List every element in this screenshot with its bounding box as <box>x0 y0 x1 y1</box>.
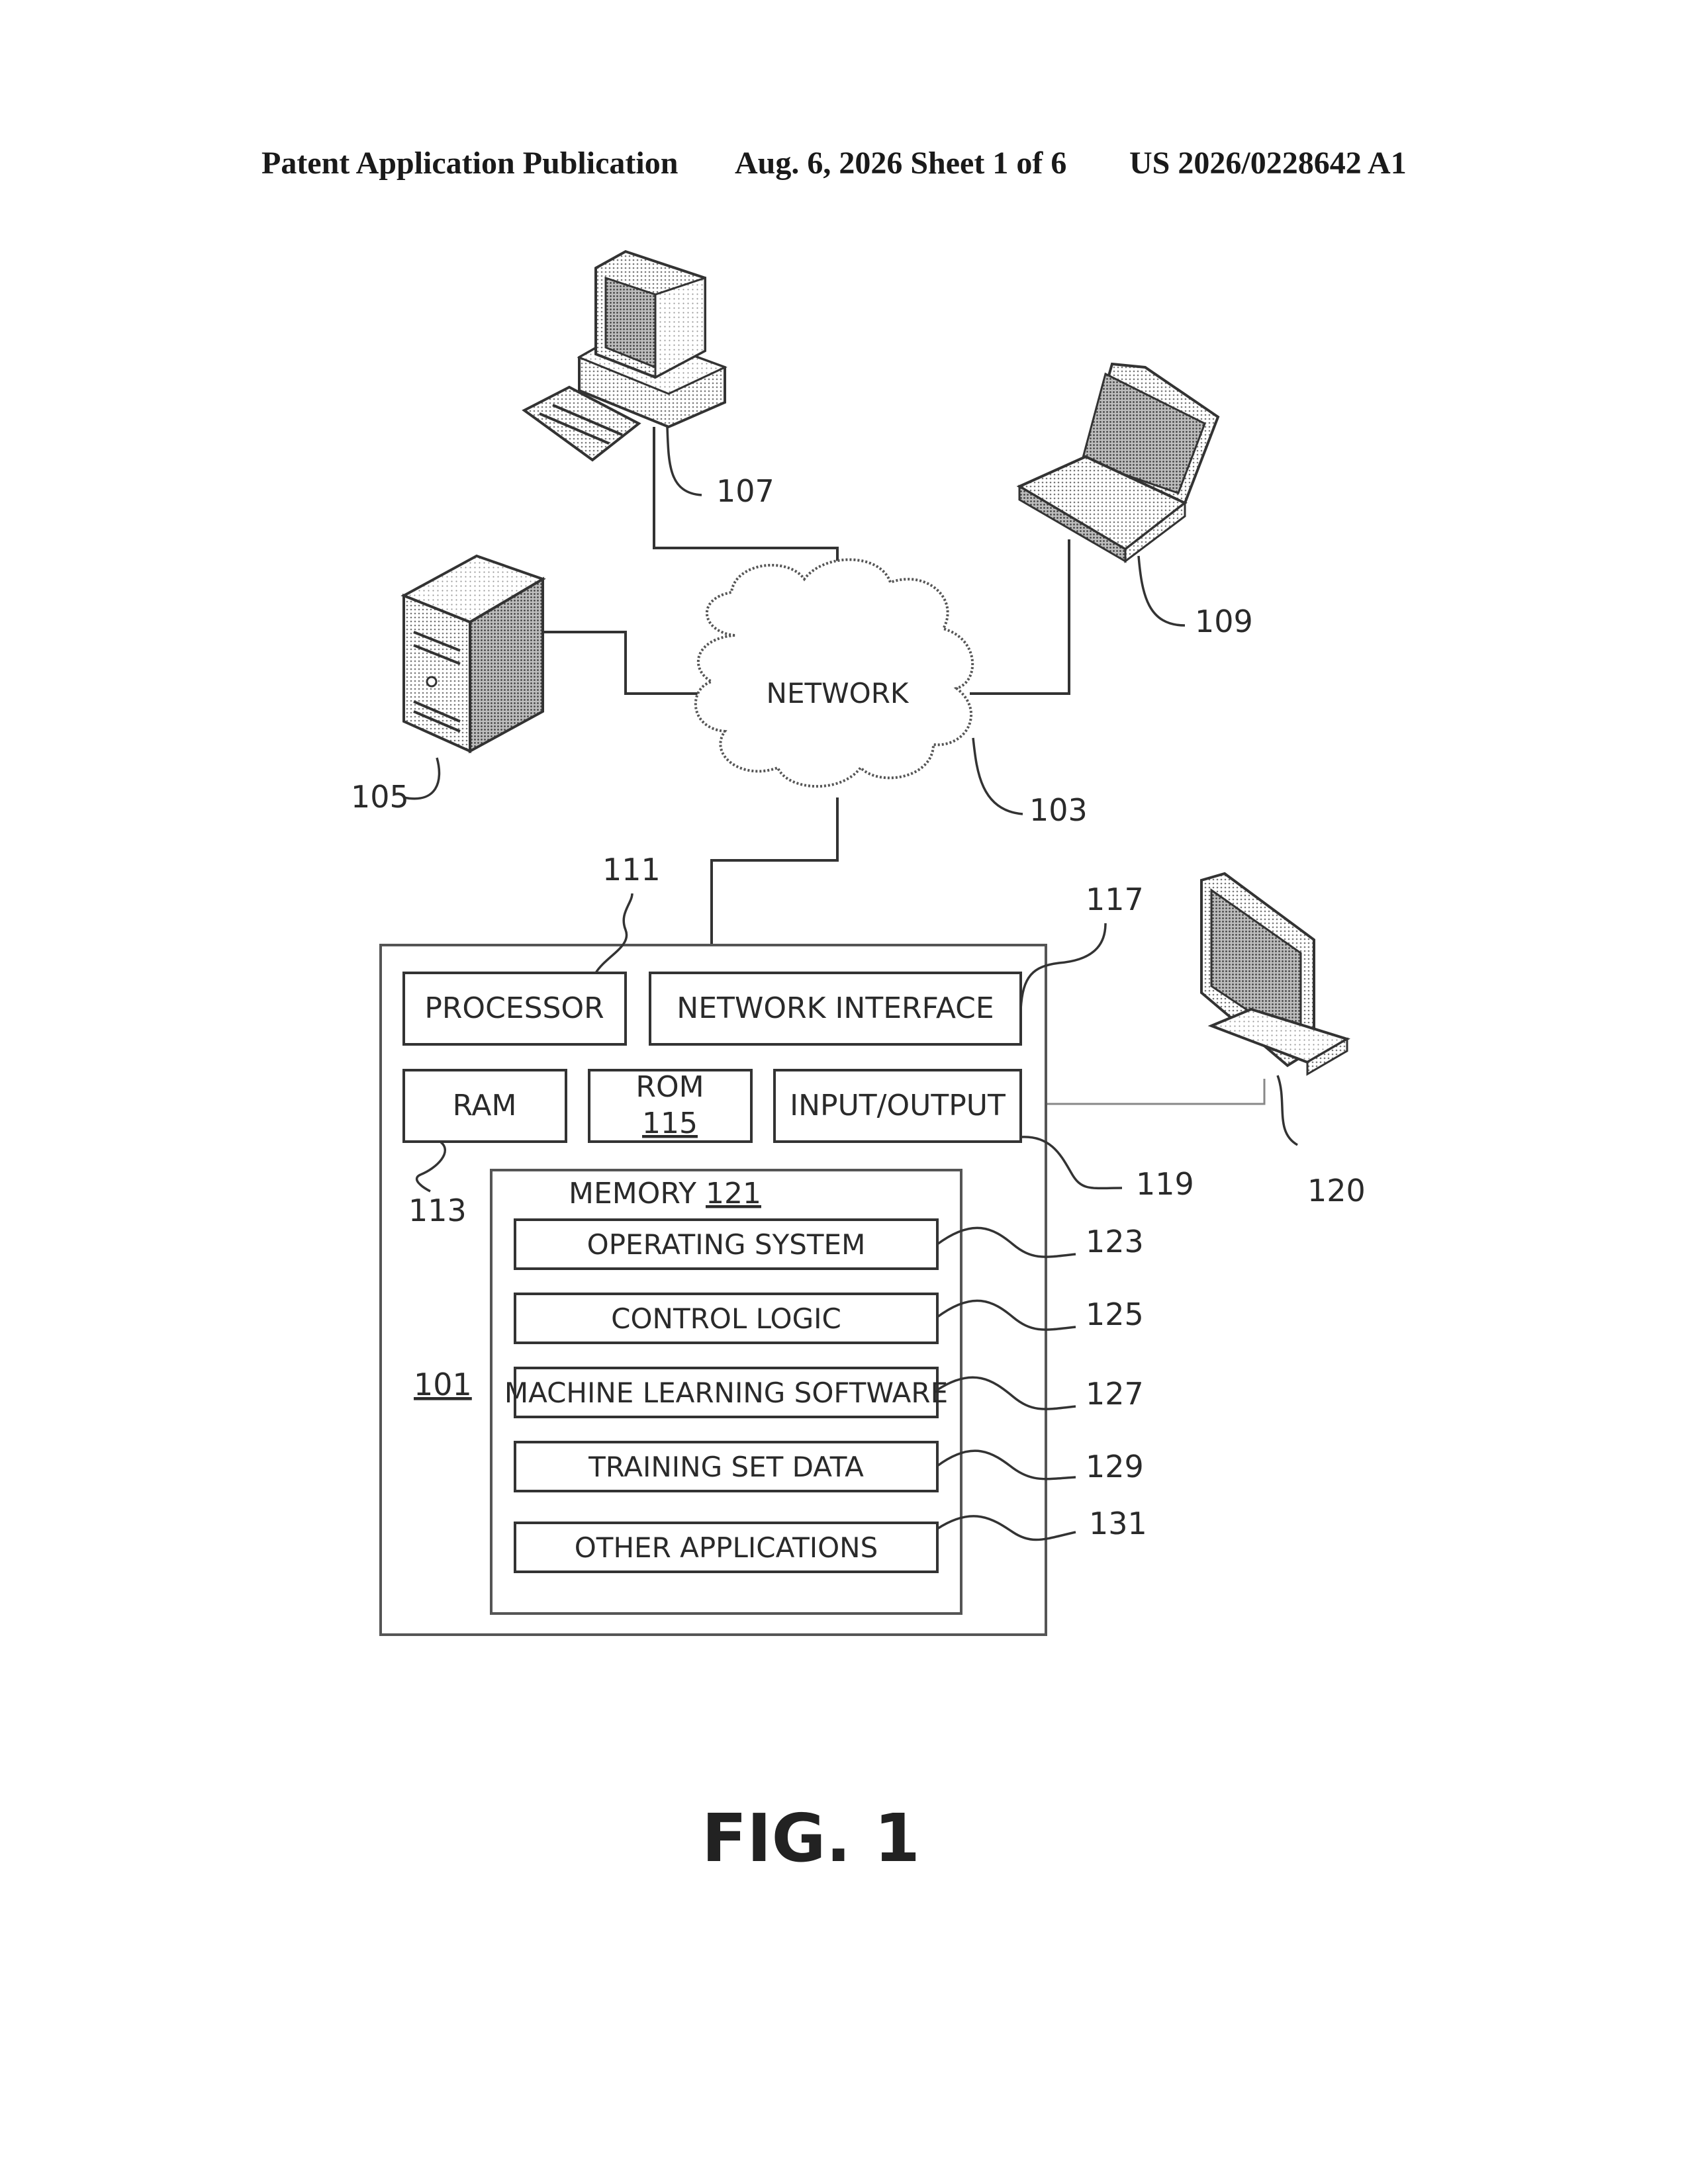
network-cloud: NETWORK <box>696 560 972 787</box>
memory-item-label: CONTROL LOGIC <box>611 1302 841 1335</box>
ram-label: RAM <box>453 1089 517 1122</box>
ref-desktop: 107 <box>716 473 774 509</box>
memory-item-ref: 131 <box>1089 1506 1147 1541</box>
computer-block: 101 PROCESSOR 111 NETWORK INTERFACE 117 … <box>381 852 1194 1635</box>
memory-item-ref: 125 <box>1086 1297 1144 1332</box>
memory-item-ref: 123 <box>1086 1224 1144 1259</box>
rom-label: ROM <box>635 1070 704 1104</box>
ref-monitor: 120 <box>1307 1173 1366 1208</box>
laptop-network-link <box>970 539 1069 694</box>
publication-title: Patent Application Publication <box>261 146 678 181</box>
memory-item-label: OPERATING SYSTEM <box>587 1228 866 1261</box>
laptop-icon <box>1019 364 1218 561</box>
server-tower-icon <box>404 556 543 751</box>
input-output-label: INPUT/OUTPUT <box>790 1089 1006 1122</box>
network-label: NETWORK <box>767 677 910 709</box>
ref-input-output: 119 <box>1136 1166 1194 1202</box>
io-monitor-link <box>1019 1079 1264 1104</box>
memory-item: MACHINE LEARNING SOFTWARE 127 <box>504 1368 1144 1417</box>
publication-number: US 2026/0228642 A1 <box>1129 146 1407 181</box>
network-interface-label: NETWORK INTERFACE <box>677 991 994 1025</box>
patent-header: Patent Application Publication Aug. 6, 2… <box>261 146 1407 181</box>
ref-computer: 101 <box>414 1367 472 1402</box>
memory-label: MEMORY <box>569 1177 696 1210</box>
desktop-computer-icon <box>524 251 725 460</box>
ref-network-interface: 117 <box>1086 882 1144 917</box>
memory-item-ref: 129 <box>1086 1449 1144 1484</box>
computer-network-link <box>712 797 837 945</box>
monitor-icon <box>1201 874 1347 1074</box>
memory-item-ref: 127 <box>1086 1376 1144 1412</box>
rom-number: 115 <box>642 1107 698 1140</box>
memory-item: CONTROL LOGIC 125 <box>515 1294 1144 1343</box>
figure-label: FIG. 1 <box>702 1799 920 1877</box>
ref-ram: 113 <box>408 1193 467 1228</box>
server-network-link <box>539 632 705 694</box>
ref-laptop: 109 <box>1195 604 1253 639</box>
processor-label: PROCESSOR <box>424 991 604 1025</box>
memory-block: MEMORY 121 OPERATING SYSTEM 123 CONTROL … <box>491 1170 1147 1614</box>
memory-item-label: OTHER APPLICATIONS <box>575 1531 878 1564</box>
memory-number: 121 <box>706 1177 761 1210</box>
memory-item-label: TRAINING SET DATA <box>588 1451 864 1483</box>
memory-item: OPERATING SYSTEM 123 <box>515 1220 1144 1269</box>
ref-server: 105 <box>351 779 409 815</box>
publication-date-sheet: Aug. 6, 2026 Sheet 1 of 6 <box>735 146 1066 181</box>
ref-processor: 111 <box>602 852 661 887</box>
memory-item-label: MACHINE LEARNING SOFTWARE <box>504 1377 948 1409</box>
ref-network: 103 <box>1029 792 1088 828</box>
memory-item: TRAINING SET DATA 129 <box>515 1442 1144 1491</box>
